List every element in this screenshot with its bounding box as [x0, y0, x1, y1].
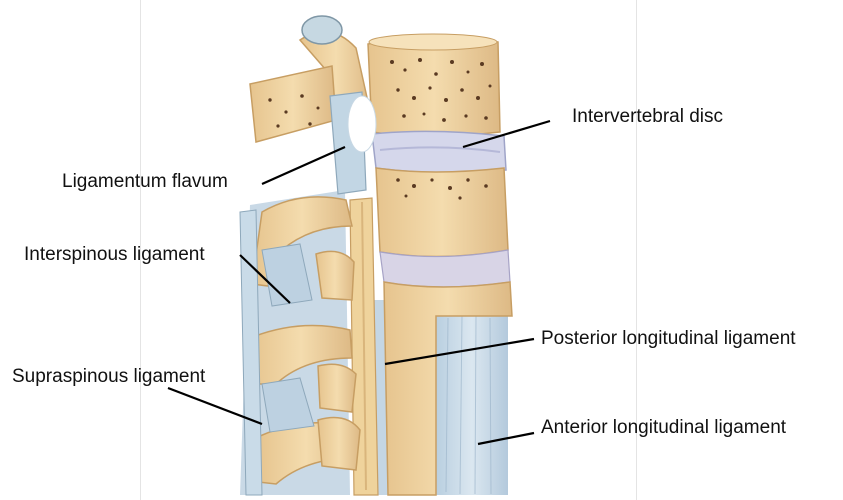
label-posterior-longitudinal-ligament: Posterior longitudinal ligament	[541, 329, 796, 348]
intervertebral-disc-shape	[372, 131, 506, 172]
label-anterior-longitudinal-ligament: Anterior longitudinal ligament	[541, 418, 786, 437]
middle-vertebral-body	[376, 168, 508, 257]
leader-line-ligamentum-flavum	[262, 147, 345, 184]
label-supraspinous-ligament: Supraspinous ligament	[12, 367, 205, 386]
upper-lamina	[250, 66, 336, 142]
label-interspinous-ligament: Interspinous ligament	[24, 245, 205, 264]
label-ligamentum-flavum: Ligamentum flavum	[62, 172, 228, 191]
label-intervertebral-disc: Intervertebral disc	[572, 107, 723, 126]
upper-vertebral-body	[368, 34, 500, 136]
intervertebral-foramen	[348, 96, 376, 152]
